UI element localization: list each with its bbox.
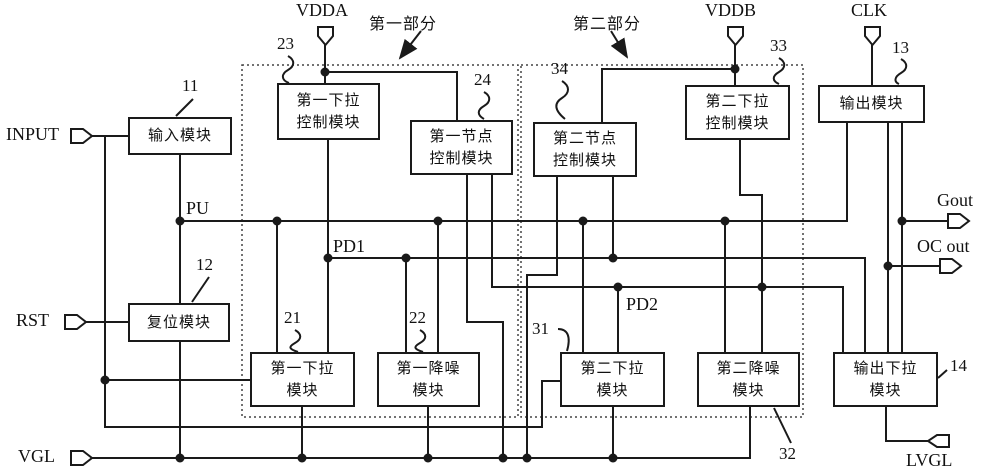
pd2-net-label: PD2 <box>626 294 659 314</box>
ref-23: 23 <box>277 34 294 53</box>
module-label: 第一节点 <box>429 127 494 145</box>
ref-leader-23 <box>281 55 295 84</box>
vddb-terminal-icon <box>727 26 744 47</box>
module-label: 模块 <box>412 381 445 399</box>
vgl-terminal-icon <box>70 450 94 466</box>
input-terminal-icon <box>70 128 94 144</box>
ref-leader-31 <box>557 328 570 352</box>
module-label: 模块 <box>286 381 319 399</box>
module-input: 输入模块 <box>128 117 232 155</box>
ref-22: 22 <box>409 308 426 327</box>
module-reset: 复位模块 <box>128 303 230 342</box>
module-label: 第一降噪 <box>396 359 461 377</box>
module-label: 控制模块 <box>296 113 361 131</box>
module-label: 第二降噪 <box>716 359 781 377</box>
input-terminal-label: INPUT <box>6 124 59 144</box>
second-part-arrow <box>610 30 629 59</box>
module-first-denoise: 第一降噪 模块 <box>377 352 480 407</box>
module-output: 输出模块 <box>818 85 925 123</box>
rst-terminal-icon <box>64 314 88 330</box>
module-label: 第一下拉 <box>296 91 361 109</box>
ref-leader-24 <box>477 91 491 120</box>
module-label: 第二下拉 <box>580 359 645 377</box>
module-label: 输出模块 <box>839 95 904 113</box>
oc-out-terminal-icon <box>939 258 963 274</box>
first-part-dashed-box <box>241 64 519 418</box>
wire-oc-out <box>887 122 941 353</box>
ref-33: 33 <box>770 36 787 55</box>
vdda-terminal-icon <box>317 26 334 47</box>
oc-out-terminal-label: OC out <box>917 236 970 256</box>
wire-lvgl <box>885 406 929 442</box>
wire-pd1-net <box>327 139 866 353</box>
gout-terminal-icon <box>947 213 971 229</box>
module-label: 控制模块 <box>429 149 494 167</box>
module-label: 控制模块 <box>552 151 617 169</box>
module-second-pulldown-control: 第二下拉 控制模块 <box>685 85 790 140</box>
lvgl-terminal-icon <box>926 434 950 448</box>
module-label: 模块 <box>596 381 629 399</box>
pd1-net-label: PD1 <box>333 236 366 256</box>
first-part-arrow <box>398 30 422 60</box>
module-label: 控制模块 <box>705 114 770 132</box>
wire-gout <box>901 122 949 353</box>
wire-pd2-net <box>491 139 844 353</box>
module-label: 复位模块 <box>146 313 211 331</box>
wire-input-net <box>91 135 561 428</box>
module-label: 第二下拉 <box>705 92 770 110</box>
ref-14: 14 <box>950 356 967 375</box>
vddb-terminal-label: VDDB <box>705 0 757 20</box>
ref-leader-13 <box>894 58 908 85</box>
module-input-label: 输入模块 <box>147 127 212 145</box>
wire-vdda <box>324 44 458 121</box>
ref-13: 13 <box>892 38 909 57</box>
module-second-pulldown: 第二下拉 模块 <box>560 352 665 407</box>
rst-terminal-label: RST <box>16 310 50 330</box>
ref-24: 24 <box>474 70 491 89</box>
lvgl-terminal-label: LVGL <box>906 450 953 470</box>
module-label: 输出下拉 <box>853 359 918 377</box>
ref-12: 12 <box>196 255 213 274</box>
ref-leader-22 <box>414 329 427 353</box>
module-first-pulldown-control: 第一下拉 控制模块 <box>277 83 380 140</box>
gout-terminal-label: Gout <box>937 190 973 210</box>
module-second-node-control: 第二节点 控制模块 <box>533 122 637 177</box>
first-part-label: 第一部分 <box>369 16 438 33</box>
ref-leader-21 <box>289 329 302 353</box>
ref-leader-32 <box>773 407 792 444</box>
ref-leader-11 <box>175 98 194 117</box>
module-first-node-control: 第一节点 控制模块 <box>410 120 513 175</box>
ref-11: 11 <box>182 76 199 95</box>
ref-leader-33 <box>772 57 786 85</box>
module-label: 第一下拉 <box>270 359 335 377</box>
ref-21: 21 <box>284 308 301 327</box>
module-second-denoise: 第二降噪 模块 <box>697 352 800 407</box>
second-part-dashed-box <box>520 64 804 418</box>
junction-dots <box>100 64 907 463</box>
module-first-pulldown: 第一下拉 模块 <box>250 352 355 407</box>
ref-leader-12 <box>191 276 210 303</box>
clk-terminal-label: CLK <box>851 0 887 20</box>
ref-leader-34 <box>555 80 569 120</box>
module-label: 模块 <box>732 381 765 399</box>
wire-vgl-net <box>92 174 751 459</box>
wire-pu-net <box>179 122 848 353</box>
vdda-terminal-label: VDDA <box>296 0 348 20</box>
clk-terminal-icon <box>864 26 881 47</box>
module-output-pulldown: 输出下拉 模块 <box>833 352 938 407</box>
ref-31: 31 <box>532 319 549 338</box>
module-label: 模块 <box>869 381 902 399</box>
vgl-terminal-label: VGL <box>18 446 55 466</box>
ref-34: 34 <box>551 59 568 78</box>
pu-net-label: PU <box>186 198 210 218</box>
module-label: 第二节点 <box>552 129 617 147</box>
second-part-label: 第二部分 <box>573 16 642 33</box>
ref-leader-14 <box>937 369 948 379</box>
ref-32: 32 <box>779 444 796 463</box>
